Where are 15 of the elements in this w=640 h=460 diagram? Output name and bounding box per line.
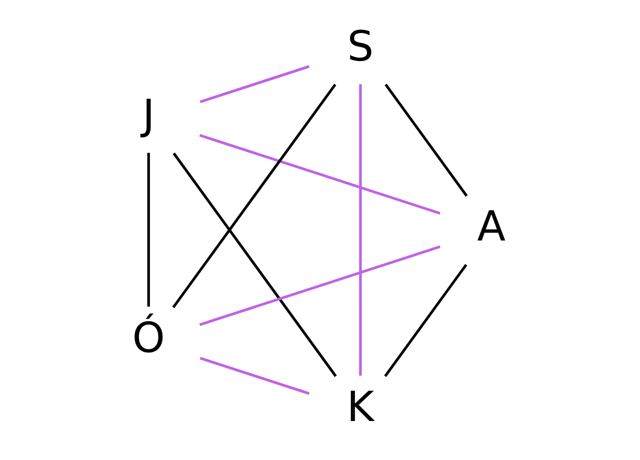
connector [172, 152, 337, 377]
node-text: K [346, 382, 374, 431]
connector [200, 65, 310, 104]
node-text: A [477, 202, 506, 251]
connector [384, 84, 468, 197]
node-text: J [142, 90, 155, 140]
connector [172, 84, 336, 308]
connector [384, 264, 468, 377]
node-text: Ó [132, 312, 165, 362]
connector [199, 134, 440, 215]
connector [199, 245, 440, 326]
connector [200, 356, 310, 395]
connector [147, 152, 150, 307]
connector [359, 84, 362, 376]
node-text: S [347, 21, 374, 70]
